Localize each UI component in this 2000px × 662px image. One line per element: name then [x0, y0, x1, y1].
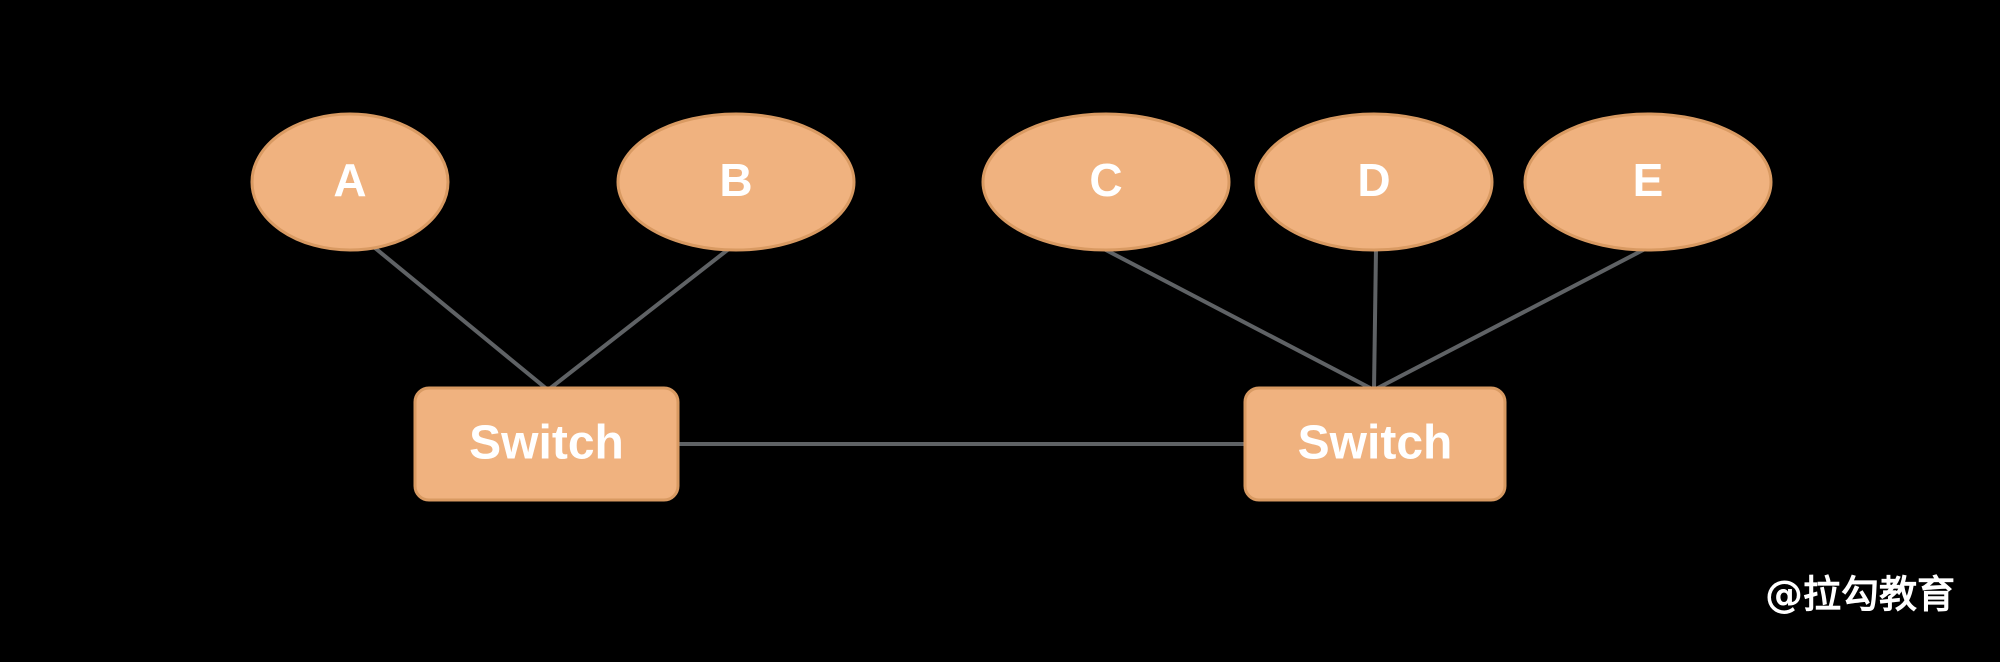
host-node-e[interactable]: E [1523, 112, 1773, 252]
host-ellipse-e[interactable] [1523, 112, 1773, 252]
switch-right-label: Switch [1298, 417, 1453, 470]
switch-right[interactable]: Switch [1243, 386, 1507, 502]
host-label-d: D [1357, 154, 1390, 206]
link-c-switch-right [1103, 247, 1375, 392]
edges-group [373, 246, 1646, 446]
switch-left-label: Switch [469, 417, 624, 470]
host-node-c[interactable]: C [981, 112, 1231, 252]
link-d-switch-right [1372, 248, 1378, 391]
host-ellipse-c[interactable] [981, 112, 1231, 252]
switch-right-rect[interactable] [1243, 386, 1507, 502]
link-e-switch-right [1373, 247, 1646, 392]
switches-group: Switch Switch [413, 386, 1507, 502]
host-node-d[interactable]: D [1254, 112, 1494, 252]
watermark-label: @拉勾教育 [1765, 573, 1955, 617]
host-node-a[interactable]: A [250, 112, 450, 252]
nodes-group: A B C D E [250, 112, 1773, 252]
host-ellipse-d[interactable] [1254, 112, 1494, 252]
host-label-a: A [333, 154, 366, 206]
host-label-b: B [719, 154, 752, 206]
host-node-b[interactable]: B [616, 112, 856, 252]
host-label-e: E [1633, 154, 1664, 206]
switch-left-rect[interactable] [413, 386, 680, 502]
host-label-c: C [1089, 154, 1122, 206]
host-ellipse-b[interactable] [616, 112, 856, 252]
switch-left[interactable]: Switch [413, 386, 680, 502]
link-a-switch-left [373, 246, 550, 392]
link-b-switch-left [546, 246, 732, 392]
host-ellipse-a[interactable] [250, 112, 450, 252]
